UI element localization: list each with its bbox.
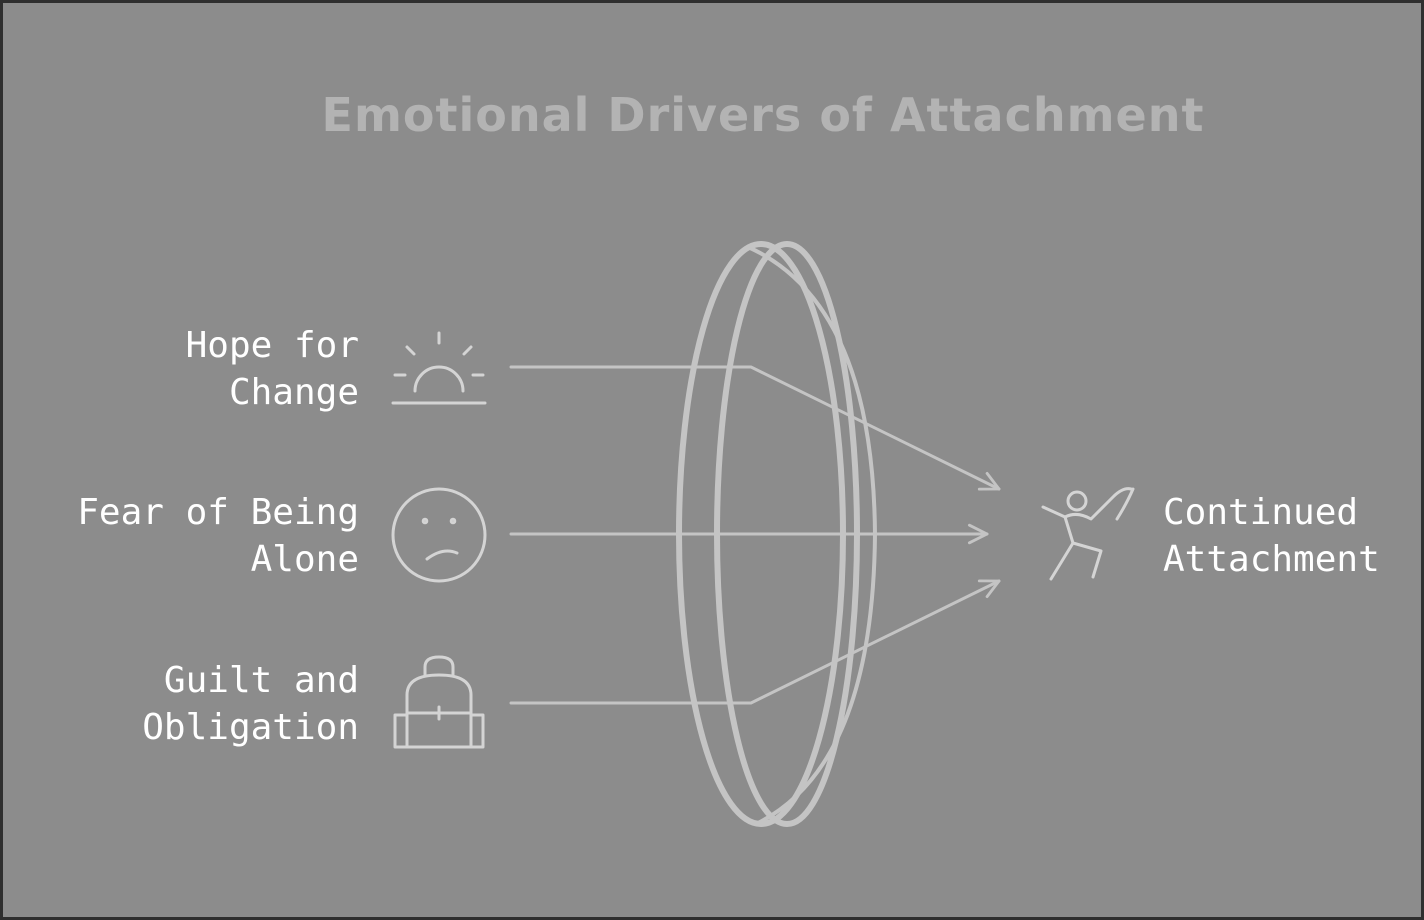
lens-edge xyxy=(746,245,877,825)
input-label-line1: Guilt and xyxy=(164,660,359,701)
input-fear-of-being-alone: Fear of Being Alone xyxy=(77,487,487,583)
output-label-line2: Attachment xyxy=(1163,539,1380,580)
arrow-hope-to-attachment xyxy=(509,365,1001,491)
input-label-line2: Obligation xyxy=(142,707,359,748)
input-label-line2: Change xyxy=(229,372,359,413)
lens-front-rim xyxy=(676,241,846,827)
sad-face-icon xyxy=(391,487,487,583)
output-continued-attachment: Continued Attachment xyxy=(1041,487,1380,581)
input-label-line1: Fear of Being xyxy=(77,492,359,533)
input-guilt-and-obligation: Guilt and Obligation xyxy=(142,655,485,749)
sunrise-icon xyxy=(391,331,487,405)
output-label-line1: Continued xyxy=(1163,492,1358,533)
diagram-title: Emotional Drivers of Attachment xyxy=(322,88,1205,142)
input-label-line1: Hope for xyxy=(186,325,359,366)
input-label-line2: Alone xyxy=(251,539,359,580)
diagram-svg: Emotional Drivers of Attachment Hope for… xyxy=(77,88,1380,827)
input-hope-for-change: Hope for Change xyxy=(186,325,487,413)
arrow-guilt-to-attachment xyxy=(509,579,1001,705)
person-cheering-icon xyxy=(1041,487,1135,581)
backpack-icon xyxy=(393,655,485,749)
